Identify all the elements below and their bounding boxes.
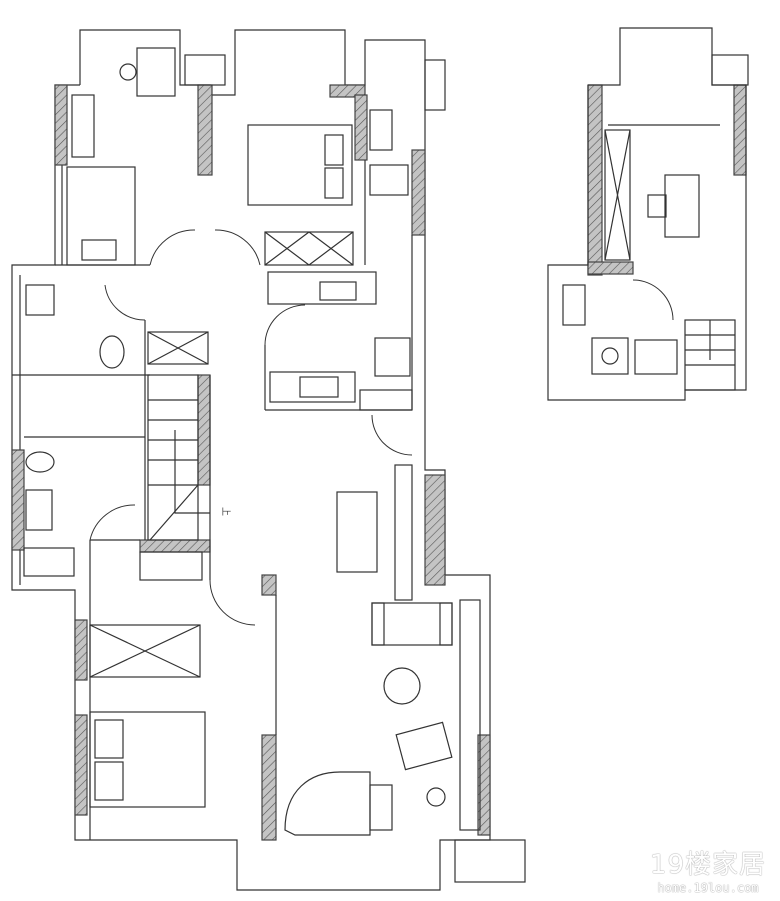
interior-walls xyxy=(12,160,413,840)
upper-floor-plan xyxy=(547,27,749,401)
stair-up-label: 上 xyxy=(220,506,231,517)
hatched-walls xyxy=(11,84,747,841)
furniture xyxy=(23,47,526,883)
door-swings xyxy=(89,229,674,626)
watermark-url: home.19lou.com xyxy=(657,881,759,895)
watermark: 19楼家居 home.19lou.com xyxy=(650,844,766,895)
watermark-brand: 19楼家居 xyxy=(649,850,766,880)
